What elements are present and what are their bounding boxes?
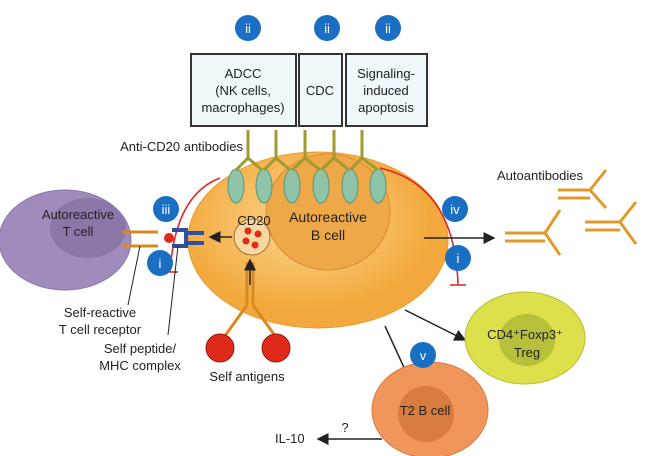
tcr-line2: T cell receptor xyxy=(59,322,142,337)
signaling-line1: Signaling- xyxy=(357,66,415,81)
mhc-line2: MHC complex xyxy=(99,358,181,373)
cdc-label: CDC xyxy=(306,83,334,98)
t-cell-nucleus xyxy=(50,198,126,258)
svg-text:iv: iv xyxy=(450,202,460,217)
bcell-line1: Autoreactive xyxy=(289,209,367,225)
signaling-line2: induced xyxy=(363,83,409,98)
svg-text:v: v xyxy=(420,348,427,363)
treg-line2: Treg xyxy=(514,345,540,360)
badge-i-left: i xyxy=(147,250,173,276)
svg-text:i: i xyxy=(159,256,162,271)
signaling-box xyxy=(345,53,428,127)
badge-i-right: i xyxy=(445,245,471,271)
adcc-box xyxy=(190,53,297,127)
t2-nucleus xyxy=(398,386,454,442)
question-mark: ? xyxy=(341,420,348,435)
tcell-line1: Autoreactive xyxy=(42,207,114,222)
t2-label: T2 B cell xyxy=(400,403,451,418)
cd20-molecules xyxy=(227,168,387,204)
badge-v: v xyxy=(410,342,436,368)
badge-ii-adcc: ii xyxy=(235,15,261,41)
svg-text:ii: ii xyxy=(324,21,330,36)
cd20-label: CD20 xyxy=(237,213,270,228)
badge-ii-signaling: ii xyxy=(375,15,401,41)
adcc-line2: (NK cells, xyxy=(215,83,271,98)
autoantibodies-label: Autoantibodies xyxy=(497,168,584,183)
svg-text:i: i xyxy=(457,251,460,266)
signaling-line3: apoptosis xyxy=(358,100,414,115)
cdc-box xyxy=(298,53,343,127)
adcc-line3: macrophages) xyxy=(201,100,284,115)
antigen-vesicle xyxy=(233,218,271,256)
mhc-line1: Self peptide/ xyxy=(104,341,177,356)
svg-text:ii: ii xyxy=(245,21,251,36)
bcell-line2: B cell xyxy=(311,227,345,243)
badge-iii: iii xyxy=(153,196,179,222)
self-antigens-label: Self antigens xyxy=(209,369,285,384)
adcc-line1: ADCC xyxy=(225,66,262,81)
tcr-line1: Self-reactive xyxy=(64,305,136,320)
mechanism-boxes xyxy=(190,53,428,127)
arrow-to-treg xyxy=(404,309,467,341)
self-antigen-antibody xyxy=(205,262,291,363)
anti-cd20-label: Anti-CD20 antibodies xyxy=(120,139,243,154)
autoantibodies xyxy=(505,169,638,256)
il10-label: IL-10 xyxy=(275,431,305,446)
anti-cd20-antibodies xyxy=(234,130,379,172)
treg-line1: CD4⁺Foxp3⁺ xyxy=(487,327,563,342)
treg-nucleus xyxy=(499,314,555,366)
tcr-mhc xyxy=(122,228,204,336)
badge-iv: iv xyxy=(442,196,468,222)
badge-ii-cdc: ii xyxy=(314,15,340,41)
svg-text:ii: ii xyxy=(385,21,391,36)
svg-text:iii: iii xyxy=(162,202,171,217)
tcell-line2: T cell xyxy=(63,224,94,239)
